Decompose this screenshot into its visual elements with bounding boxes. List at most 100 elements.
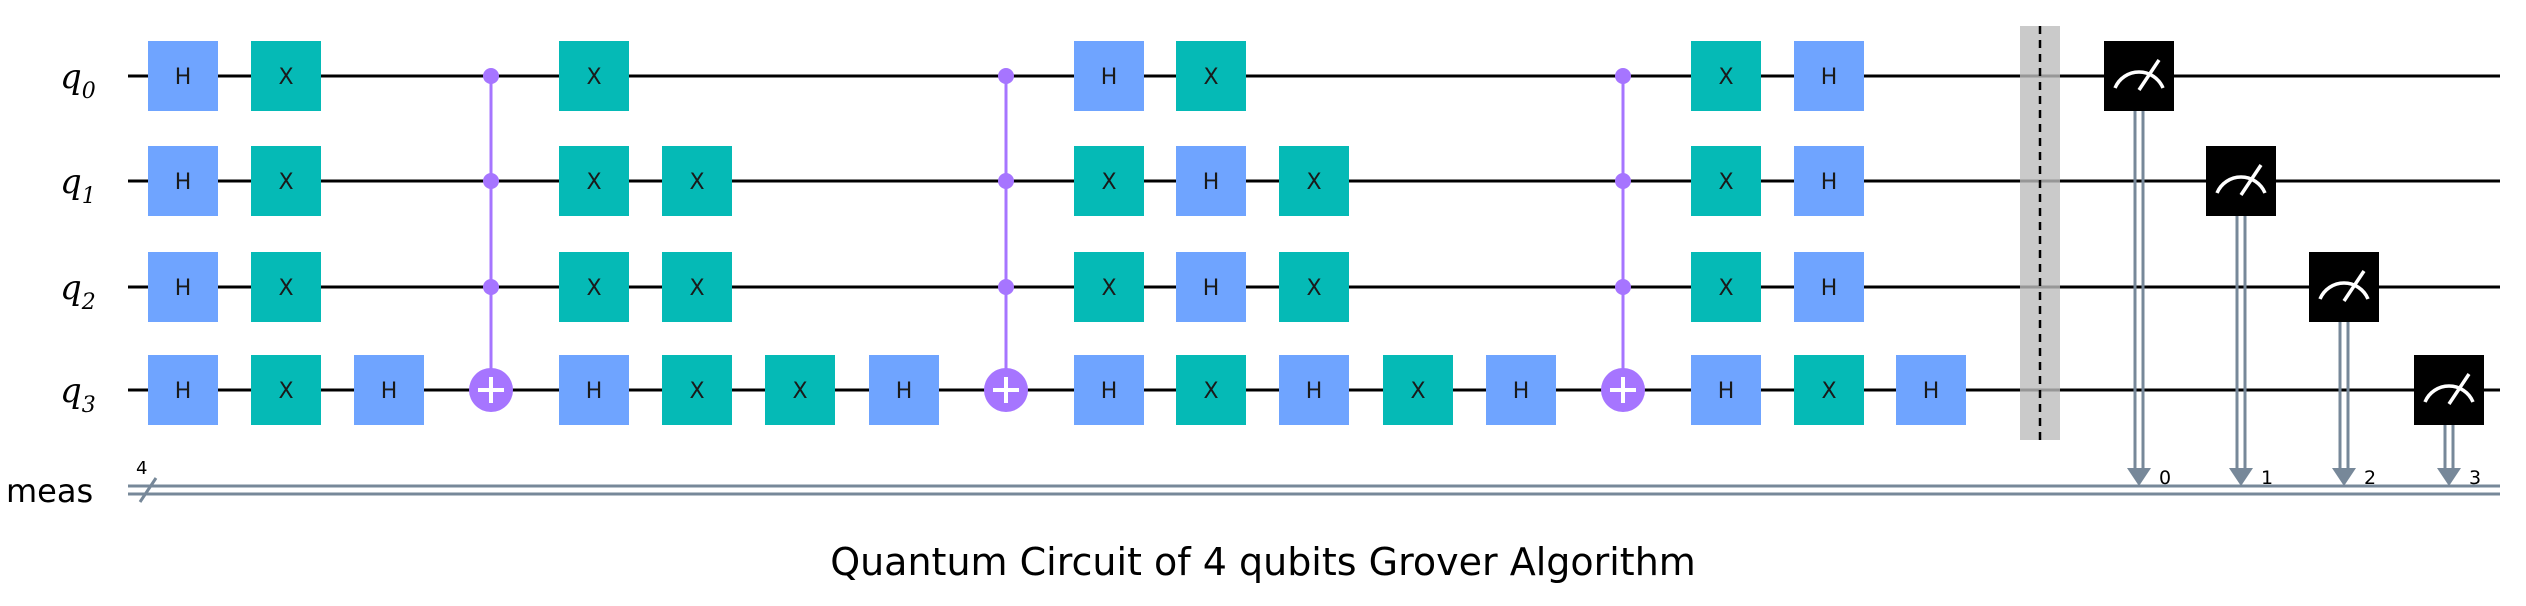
h-gate-label: H bbox=[1513, 379, 1530, 404]
h-gate-label: H bbox=[1821, 65, 1838, 90]
control-dot bbox=[998, 173, 1014, 189]
h-gate-label: H bbox=[1923, 379, 1940, 404]
qubit-name: q bbox=[60, 371, 82, 411]
x-gate-label: X bbox=[689, 276, 704, 301]
qubit-label-2: q2 bbox=[60, 268, 96, 315]
x-gate-label: X bbox=[278, 379, 293, 404]
h-gate bbox=[1691, 355, 1761, 425]
h-gate-label: H bbox=[175, 170, 192, 195]
measure-arrow bbox=[2229, 468, 2253, 486]
control-dot bbox=[483, 279, 499, 295]
x-gate-label: X bbox=[1821, 379, 1836, 404]
h-gate-label: H bbox=[1821, 170, 1838, 195]
h-gate bbox=[1176, 252, 1246, 322]
qubit-index: 2 bbox=[81, 290, 96, 315]
x-gate-label: X bbox=[278, 65, 293, 90]
clbit-index-label: 2 bbox=[2364, 467, 2376, 489]
h-gate bbox=[1794, 41, 1864, 111]
x-gate bbox=[662, 252, 732, 322]
x-gate-label: X bbox=[586, 65, 601, 90]
x-gate bbox=[662, 355, 732, 425]
h-gate-label: H bbox=[1306, 379, 1323, 404]
register-size-label: 4 bbox=[136, 458, 147, 479]
h-gate-label: H bbox=[1718, 379, 1735, 404]
x-gate bbox=[1279, 146, 1349, 216]
h-gate-label: H bbox=[1203, 170, 1220, 195]
qubit-name: q bbox=[60, 57, 82, 97]
x-gate-label: X bbox=[1203, 379, 1218, 404]
h-gate bbox=[559, 355, 629, 425]
h-gate bbox=[354, 355, 424, 425]
x-gate bbox=[251, 252, 321, 322]
measure-arrow bbox=[2127, 468, 2151, 486]
control-dot bbox=[1615, 68, 1631, 84]
qubit-label-3: q3 bbox=[60, 371, 96, 418]
h-gate-label: H bbox=[1101, 379, 1118, 404]
h-gate bbox=[1896, 355, 1966, 425]
meter-needle-icon bbox=[2342, 270, 2366, 302]
h-gate bbox=[1794, 146, 1864, 216]
meter-needle-icon bbox=[2137, 59, 2161, 91]
x-gate-label: X bbox=[792, 379, 807, 404]
x-gate-label: X bbox=[586, 170, 601, 195]
h-gate-label: H bbox=[896, 379, 913, 404]
x-gate-label: X bbox=[1306, 276, 1321, 301]
x-gate bbox=[251, 355, 321, 425]
h-gate bbox=[1176, 146, 1246, 216]
measure-box bbox=[2309, 252, 2379, 322]
measure-box bbox=[2414, 355, 2484, 425]
h-gate bbox=[1279, 355, 1349, 425]
qubit-index: 3 bbox=[82, 393, 96, 418]
meter-needle-icon bbox=[2239, 164, 2263, 196]
control-dot bbox=[1615, 279, 1631, 295]
h-gate bbox=[1486, 355, 1556, 425]
h-gate-label: H bbox=[1821, 276, 1838, 301]
x-gate bbox=[1691, 252, 1761, 322]
meter-arc-icon bbox=[2113, 70, 2165, 89]
control-dot bbox=[998, 68, 1014, 84]
classical-register-label: meas bbox=[6, 472, 93, 510]
qubit-name: q bbox=[60, 162, 82, 202]
qubit-index: 1 bbox=[82, 184, 96, 209]
barrier bbox=[2020, 26, 2060, 440]
x-gate bbox=[559, 146, 629, 216]
control-dot bbox=[1615, 173, 1631, 189]
x-gate bbox=[1176, 355, 1246, 425]
x-gate-label: X bbox=[1203, 65, 1218, 90]
meter-needle-icon bbox=[2447, 373, 2471, 405]
meter-arc-icon bbox=[2215, 175, 2267, 194]
clbit-index-label: 0 bbox=[2159, 467, 2171, 489]
measure-arrow bbox=[2437, 468, 2461, 486]
qubit-index: 0 bbox=[82, 79, 96, 104]
x-gate-label: X bbox=[1410, 379, 1425, 404]
meter-arc-icon bbox=[2423, 384, 2475, 403]
x-gate-label: X bbox=[1101, 170, 1116, 195]
x-gate bbox=[559, 252, 629, 322]
h-gate-label: H bbox=[381, 379, 398, 404]
h-gate-label: H bbox=[1101, 65, 1118, 90]
qubit-name: q bbox=[60, 268, 82, 308]
qubit-label-0: q0 bbox=[60, 57, 96, 104]
clbit-index-label: 3 bbox=[2469, 467, 2481, 489]
x-gate-label: X bbox=[586, 276, 601, 301]
x-gate bbox=[1176, 41, 1246, 111]
h-gate bbox=[1794, 252, 1864, 322]
x-gate bbox=[1074, 146, 1144, 216]
x-gate bbox=[765, 355, 835, 425]
x-gate-label: X bbox=[1718, 276, 1733, 301]
x-gate bbox=[1691, 41, 1761, 111]
x-gate bbox=[1794, 355, 1864, 425]
qubit-label-1: q1 bbox=[60, 162, 96, 209]
x-gate bbox=[559, 41, 629, 111]
x-gate bbox=[251, 41, 321, 111]
h-gate-label: H bbox=[175, 379, 192, 404]
x-gate-label: X bbox=[278, 170, 293, 195]
x-gate-label: X bbox=[1101, 276, 1116, 301]
x-gate-label: X bbox=[1718, 170, 1733, 195]
x-gate-label: X bbox=[1306, 170, 1321, 195]
h-gate bbox=[148, 146, 218, 216]
x-gate-label: X bbox=[1718, 65, 1733, 90]
